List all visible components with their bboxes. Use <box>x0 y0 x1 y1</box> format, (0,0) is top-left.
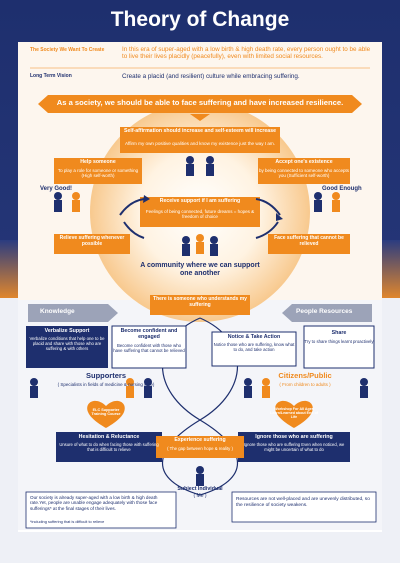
subject-title: Subject Individual <box>177 486 223 492</box>
someone-understands: There is someone who understands my suff… <box>153 296 247 308</box>
vision-text: Create a placid (and resilient) culture … <box>122 73 300 80</box>
bottom-left-text: Our society is already super-aged with a… <box>30 495 158 511</box>
ignore-title: Ignore those who are suffering <box>255 434 333 440</box>
citizens-title: Citizens/Public <box>278 371 332 380</box>
supporters-title: Supporters <box>85 371 126 380</box>
community-label: A community where we can support one ano… <box>140 262 260 278</box>
share-title: Share <box>331 330 347 336</box>
circular-arrow-3 <box>123 221 145 239</box>
page-title: Theory of Change <box>110 8 290 31</box>
relieve-suffering-box <box>54 234 130 254</box>
accept-existence-text: by being connected to someone who accept… <box>258 168 350 179</box>
self-affirmation-title: Self-affirmation should increase and sel… <box>124 128 276 134</box>
notice-text: Notice those who are suffering, know wha… <box>213 342 295 352</box>
people-resources-label: People Resources <box>296 308 353 315</box>
receive-support-text: Feelings of being connected, future drea… <box>145 209 255 220</box>
circular-arrow-2 <box>255 198 281 216</box>
workshop: Workshop For All Ages Learn/Learned abou… <box>270 407 318 420</box>
bottom-right-box <box>231 491 377 523</box>
self-affirmation-text: Affirm my own positive qualities and kno… <box>124 141 276 146</box>
ignore-text: Ignore those who are suffering Even when… <box>243 442 345 452</box>
verbalize-box <box>26 326 108 368</box>
confident-title: Become confident and engaged <box>120 328 178 341</box>
verbalize-title: Verbalize Support <box>44 328 90 334</box>
bottom-right-text: Resources are not well-placed and are un… <box>236 497 370 508</box>
hesitation-title: Hesitation & Reluctance <box>78 434 140 440</box>
supporters-text: ( Specialists in fields of medicine & nu… <box>57 382 155 387</box>
chevron-arrow-1 <box>190 114 210 121</box>
ignore-box <box>238 432 350 462</box>
relieve-suffering: Relieve suffering whenever possible <box>59 235 125 247</box>
society-label: The Society We Want To Create <box>30 47 105 53</box>
experience-title: Experience suffering <box>174 437 226 443</box>
society-text: In this era of super-aged with a low bir… <box>122 46 371 61</box>
heart-icon-right <box>275 400 313 428</box>
accept-existence-title: Accept one's existence <box>275 159 333 165</box>
person-figure-icons-orange <box>72 192 340 398</box>
goal-banner-shape <box>38 95 362 113</box>
experience-box <box>156 436 244 458</box>
elc-course: ELC Supporter Training Course <box>91 408 121 417</box>
knowledge-arrow <box>28 304 118 322</box>
hesitation-text: Unsure of what to do when facing those w… <box>59 442 159 452</box>
circular-arrow-4 <box>255 221 279 239</box>
receive-support-title: Receive support if I am suffering <box>159 198 241 204</box>
face-suffering: Face suffering that cannot be relieved <box>274 235 344 247</box>
confident-box <box>111 325 187 369</box>
someone-understands-box <box>150 295 250 315</box>
good-enough-caption: Good Enough <box>322 186 362 192</box>
goal-banner: As a society, we should be able to face … <box>56 98 344 107</box>
heart-icon-left <box>87 400 125 428</box>
notice-title: Notice & Take Action <box>227 334 281 340</box>
subject-text: ( Me ) <box>193 493 207 499</box>
self-affirmation-box <box>120 127 280 153</box>
face-suffering-box <box>268 234 350 254</box>
vision-label: Long Term Vision <box>30 73 72 79</box>
accept-existence-box <box>258 158 350 184</box>
experience-text: ( The gap between hope & reality ) <box>167 446 233 451</box>
person-figure-icons <box>30 156 368 486</box>
circular-arrow-1 <box>119 198 145 216</box>
people-resources-arrow <box>282 304 372 322</box>
bottom-left-note: *including suffering that is difficult t… <box>30 519 105 524</box>
receive-support-box <box>140 197 260 227</box>
confident-text: Become confident with those who have suf… <box>113 343 185 353</box>
help-someone-title: Help someone <box>80 159 116 165</box>
verbalize-text: Verbalize conditions that help one to be… <box>29 336 105 351</box>
very-good-caption: Very Good! <box>40 186 73 192</box>
share-text: Try to share things learnt proactively <box>304 339 374 344</box>
knowledge-label: Knowledge <box>40 308 75 315</box>
help-someone-text: To play a role for someone or something … <box>57 168 139 179</box>
share-box <box>303 325 375 369</box>
help-someone-box <box>54 158 142 184</box>
citizens-text: ( From children to adults ) <box>279 382 331 387</box>
bottom-left-box <box>25 491 177 529</box>
notice-box <box>211 331 297 367</box>
hesitation-box <box>56 432 162 462</box>
